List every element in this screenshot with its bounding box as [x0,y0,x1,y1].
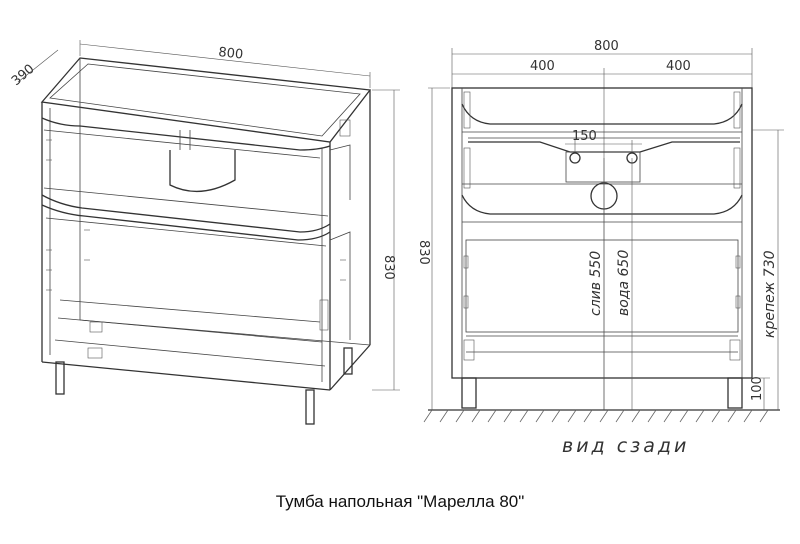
rear-width-label: 800 [594,39,619,54]
view-label: вид сзади [562,435,689,457]
drain-pipe-hole [569,152,581,164]
rear-height-label: 830 [416,240,431,265]
width-label: 800 [218,45,244,63]
leg-front-right [305,389,315,425]
pipe-spacing-label: 150 [572,129,597,144]
width-dimension-line [79,43,371,77]
leg-front-left [55,361,65,395]
rear-view: 800 400 400 150 [416,39,784,457]
floor-hatching [423,409,769,423]
rear-leg-right [727,377,743,409]
isometric-view: 800 390 830 [9,40,400,425]
half-right-label: 400 [666,59,691,74]
height-label: 830 [381,255,396,280]
mount-height-label: крепеж 730 [762,250,778,338]
water-height-label: вода 650 [616,250,632,316]
leg-back-right [343,347,353,375]
drain-height-label: слив 550 [588,251,604,316]
depth-label: 390 [9,62,38,89]
leg-height-label: 100 [750,376,765,401]
drawing-caption: Тумба напольная "Марелла 80" [275,492,525,511]
half-left-label: 400 [530,59,555,74]
rear-leg-left [461,377,477,409]
rear-cabinet-outline [451,87,753,379]
